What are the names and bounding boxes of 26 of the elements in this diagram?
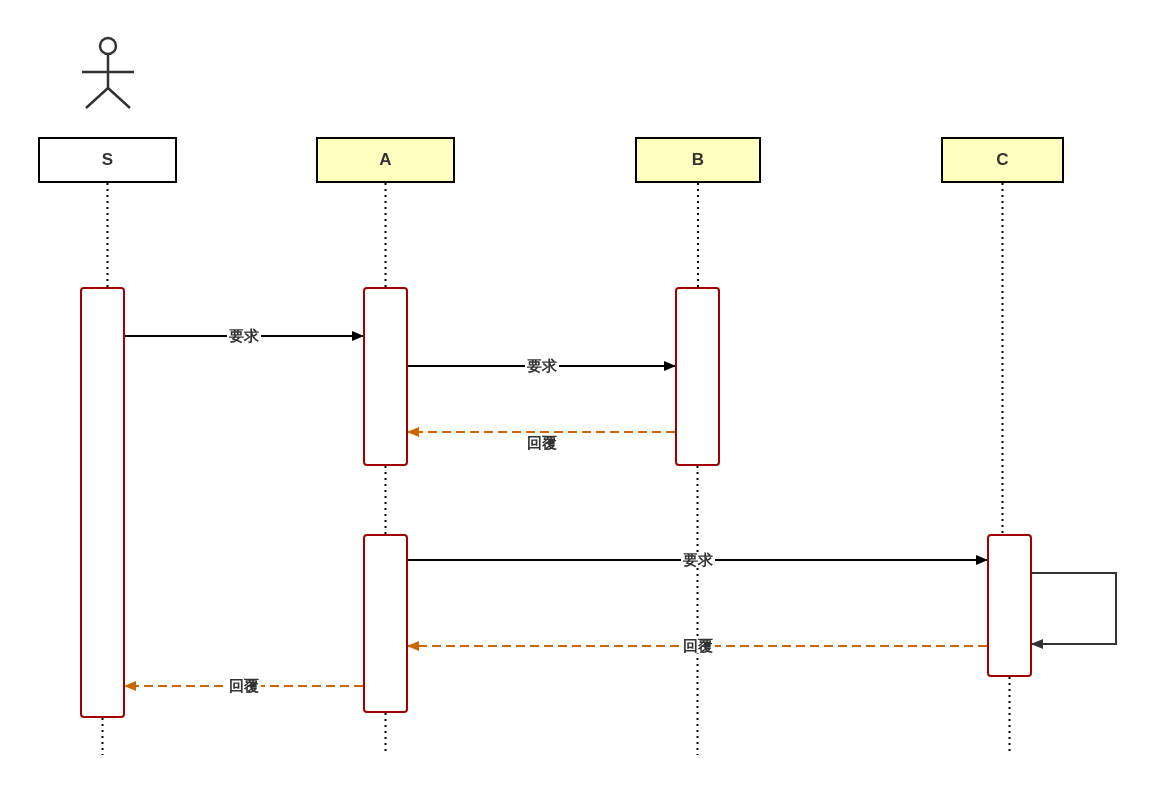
message-arrow [407, 427, 676, 437]
lifeline-header: A [316, 137, 455, 183]
message-arrow [124, 681, 364, 691]
lifeline [1001, 182, 1004, 535]
lifeline [384, 182, 387, 288]
activation-bar [363, 287, 408, 466]
message-arrow [407, 361, 676, 371]
activation-bar [675, 287, 720, 466]
edge-label: 要求 [680, 552, 715, 568]
activation-bar [80, 287, 125, 718]
edge-label: 要求 [227, 328, 261, 344]
lifeline [384, 465, 387, 535]
lifeline-header: B [635, 137, 761, 183]
activation-bar [987, 534, 1032, 677]
message-arrow [407, 641, 988, 651]
lifeline [106, 182, 109, 288]
lifeline [101, 717, 104, 756]
message-arrow [1031, 572, 1117, 649]
lifeline-header: S [38, 137, 177, 183]
edge-label: 要求 [524, 358, 559, 374]
lifeline-header: C [941, 137, 1064, 183]
message-arrow [407, 555, 988, 565]
edge-label: 回覆 [227, 678, 261, 694]
lifeline [697, 182, 699, 288]
lifeline [696, 465, 699, 756]
activation-bar [363, 534, 408, 713]
